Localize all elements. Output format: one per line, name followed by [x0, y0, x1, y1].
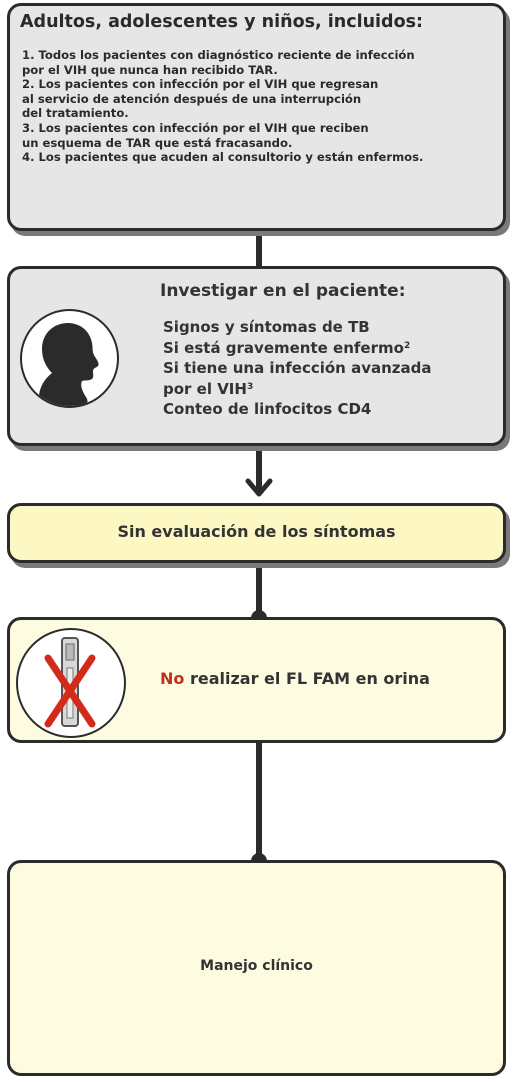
list-item: Si está gravemente enfermo2	[163, 338, 411, 357]
person-profile-icon	[20, 309, 119, 408]
clinical-management-label: Manejo clínico	[200, 958, 313, 974]
eligible-list: 1. Todos los pacientes con diagnóstico r…	[22, 48, 495, 165]
list-item: Si tiene una infección avanzada	[163, 359, 432, 377]
connector-4	[256, 743, 262, 862]
list-line: por el VIH que nunca han recibido TAR.	[22, 62, 278, 77]
list-line: 4. Los pacientes que acuden al consultor…	[22, 150, 424, 165]
footnote-marker: 3	[246, 381, 254, 392]
connector-3	[256, 563, 262, 619]
arrow-down-icon	[245, 478, 273, 497]
negation-word: No	[160, 669, 185, 688]
test-label: No realizar el FL FAM en orina	[160, 669, 430, 688]
no-assessment-label: Sin evaluación de los síntomas	[117, 522, 396, 541]
crossed-test-strip-icon	[16, 628, 126, 738]
clinical-management-box: Manejo clínico	[7, 860, 506, 1076]
eligible-patients-box: Adultos, adolescentes y niños, incluidos…	[7, 3, 506, 231]
investigate-box: Investigar en el paciente: Signos y sínt…	[7, 266, 506, 446]
list-item: Signos y síntomas de TB	[163, 318, 370, 336]
list-line: del tratamiento.	[22, 106, 129, 121]
list-line: 3. Los pacientes con infección por el VI…	[22, 120, 369, 135]
list-item: Conteo de linfocitos CD4	[163, 400, 372, 418]
connector-1	[256, 231, 262, 266]
footnote-marker: 2	[403, 340, 411, 351]
investigate-list: Signos y síntomas de TB Si está gravemen…	[163, 317, 432, 420]
test-box: No realizar el FL FAM en orina	[7, 617, 506, 743]
list-line: 2. Los pacientes con infección por el VI…	[22, 77, 379, 92]
connector-2	[256, 446, 262, 490]
list-item: por el VIH3	[163, 379, 254, 398]
investigate-title: Investigar en el paciente:	[160, 281, 406, 301]
no-assessment-box: Sin evaluación de los síntomas	[7, 503, 506, 563]
list-line: un esquema de TAR que está fracasando.	[22, 135, 293, 150]
eligible-title: Adultos, adolescentes y niños, incluidos…	[20, 12, 424, 32]
list-line: 1. Todos los pacientes con diagnóstico r…	[22, 48, 415, 62]
list-line: al servicio de atención después de una i…	[22, 91, 362, 106]
